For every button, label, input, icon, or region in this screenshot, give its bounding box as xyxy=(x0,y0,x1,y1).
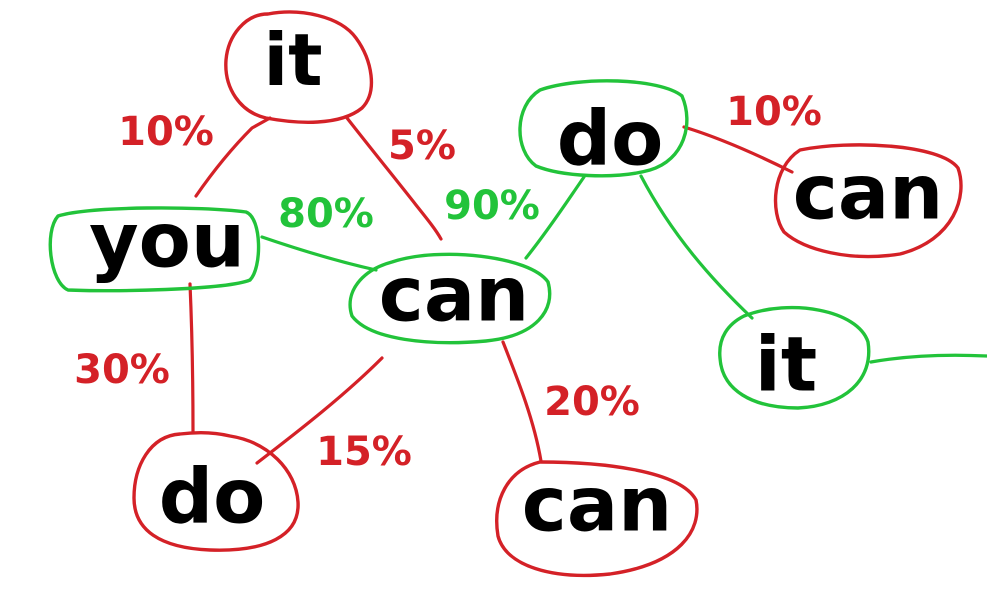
edge-you-to-can xyxy=(260,235,378,272)
edge-label-can-do: 15% xyxy=(316,429,412,475)
node-do-bottom-outline xyxy=(132,430,300,552)
node-it-top-label: it xyxy=(263,18,322,102)
node-you-outline xyxy=(48,206,261,293)
node-do-top-outline xyxy=(518,79,689,178)
edge-label-you-can: 80% xyxy=(278,191,374,237)
edge-can-to-do-bottom xyxy=(255,356,384,465)
edge-label-do-can: 10% xyxy=(726,89,822,135)
node-it-right-outline xyxy=(718,305,871,410)
node-you: you xyxy=(48,196,261,293)
node-do-top: do xyxy=(518,79,689,183)
edge-you-to-do-bottom xyxy=(188,282,195,434)
node-do-bottom-label: do xyxy=(159,452,266,541)
node-can-center: can xyxy=(348,250,552,345)
edge-it-to-can xyxy=(345,116,443,241)
edge-label-can-can: 20% xyxy=(544,379,640,425)
edge-label-can-do-top: 90% xyxy=(444,183,540,229)
edge-label-you-it: 10% xyxy=(118,109,214,155)
node-it-top: it xyxy=(224,10,374,124)
node-you-label: you xyxy=(89,196,245,285)
edge-you-to-it xyxy=(194,116,272,198)
node-can-bottom-label: can xyxy=(522,460,672,549)
node-do-bottom: do xyxy=(132,430,300,552)
edge-label-you-do: 30% xyxy=(74,347,170,393)
edge-do-to-it-right xyxy=(639,174,754,320)
edge-it-right-continuation xyxy=(869,353,987,364)
node-can-center-label: can xyxy=(379,250,529,339)
node-can-bottom: can xyxy=(495,460,699,578)
node-it-top-outline xyxy=(224,10,374,124)
node-do-top-label: do xyxy=(557,94,664,183)
node-can-right: can xyxy=(773,143,963,259)
node-can-bottom-outline xyxy=(495,460,699,578)
node-it-right: it xyxy=(718,305,871,410)
edge-label-it-can: 5% xyxy=(388,123,456,169)
edge-can-to-can-bottom xyxy=(501,340,543,463)
node-can-right-outline xyxy=(773,143,963,259)
node-it-right-label: it xyxy=(755,320,817,409)
node-can-center-outline xyxy=(348,252,552,345)
node-can-right-label: can xyxy=(793,148,943,237)
edge-do-to-can-right xyxy=(682,125,794,174)
edge-can-to-do-top xyxy=(524,175,586,260)
